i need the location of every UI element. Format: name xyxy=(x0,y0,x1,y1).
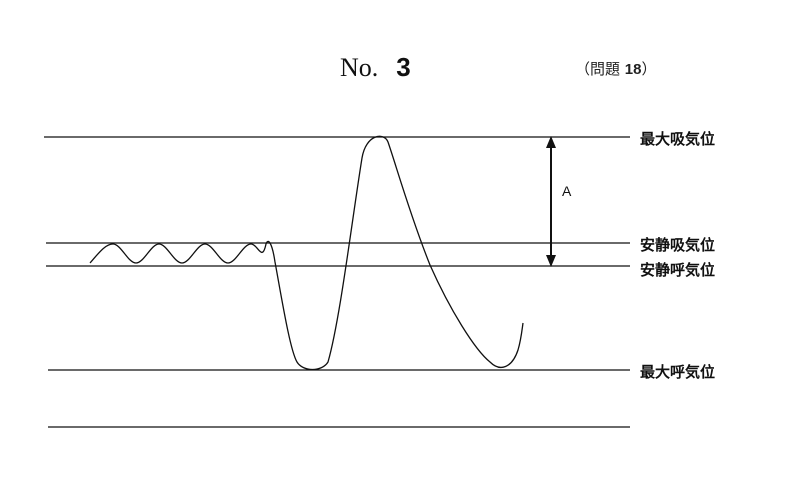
question-ref-close: ） xyxy=(641,60,657,78)
diagram-number: No. 3 xyxy=(340,52,411,83)
question-reference: （問題 18） xyxy=(575,58,656,79)
question-ref-number: 18 xyxy=(624,61,642,78)
marker-a-arrowhead-bottom xyxy=(546,255,556,267)
label-resting-inspiratory: 安静吸気位 xyxy=(640,236,716,254)
label-resting-expiratory: 安静呼気位 xyxy=(640,261,716,279)
marker-a-label: A xyxy=(562,183,572,199)
number-prefix: No. xyxy=(340,53,379,82)
label-max-expiratory: 最大呼気位 xyxy=(640,363,716,381)
question-ref-open: （問題 xyxy=(575,60,625,78)
volume-trace xyxy=(89,135,524,371)
number-value: 3 xyxy=(396,52,411,82)
marker-a-arrowhead-top xyxy=(546,136,556,148)
label-max-inspiratory: 最大吸気位 xyxy=(640,130,716,148)
